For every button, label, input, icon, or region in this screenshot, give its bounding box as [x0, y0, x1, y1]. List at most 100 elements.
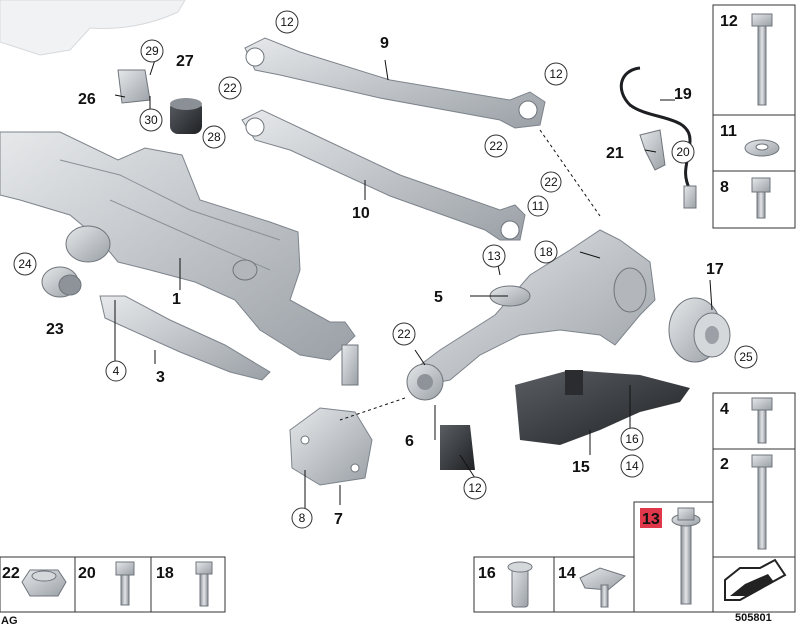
- svg-text:4: 4: [113, 364, 120, 378]
- callout-6: 6: [405, 433, 414, 450]
- svg-text:28: 28: [207, 130, 221, 144]
- svg-text:24: 24: [18, 257, 32, 271]
- bushing-23[interactable]: [41, 266, 82, 298]
- circled-callout-14: 14: [620, 454, 644, 478]
- circled-callout-22-bushing: 22: [392, 322, 416, 346]
- callout-7: 7: [334, 511, 343, 528]
- callout-3: 3: [156, 369, 165, 386]
- circled-callout-12-bushing: 12: [463, 476, 487, 500]
- legend-box-20: 20: [78, 561, 135, 606]
- svg-text:29: 29: [145, 44, 159, 58]
- legend-box-16: 16: [478, 561, 533, 608]
- circled-callouts: 4 8 11 12 12 12 13 14 16 18 20 22 22 22 …: [13, 10, 758, 529]
- svg-text:12: 12: [468, 481, 482, 495]
- legend-row-bottom: 13 16 14 22 20 18: [0, 501, 714, 613]
- svg-text:22: 22: [489, 139, 503, 153]
- circled-callout-22-top: 22: [218, 76, 242, 100]
- circled-callout-24: 24: [13, 252, 37, 276]
- svg-text:22: 22: [397, 327, 411, 341]
- circled-callout-22-right: 22: [540, 171, 562, 193]
- svg-text:13: 13: [642, 511, 660, 528]
- rear-subframe[interactable]: [0, 131, 359, 386]
- highlight-13: [640, 508, 662, 528]
- legend-box-18: 18: [156, 561, 213, 607]
- svg-text:12: 12: [280, 15, 294, 29]
- svg-text:8: 8: [720, 179, 729, 196]
- bracket-26[interactable]: [117, 69, 151, 104]
- callout-5: 5: [434, 289, 443, 306]
- callout-23: 23: [46, 321, 64, 338]
- circled-callout-4: 4: [105, 360, 127, 382]
- circled-callout-12-top: 12: [275, 10, 299, 34]
- svg-text:14: 14: [558, 565, 576, 582]
- svg-text:20: 20: [676, 145, 690, 159]
- circled-callout-20: 20: [671, 140, 695, 164]
- svg-text:2: 2: [720, 456, 729, 473]
- circled-callout-16: 16: [620, 427, 644, 451]
- rubber-mount-27[interactable]: [170, 98, 202, 134]
- legend-box-8: 8: [720, 177, 771, 219]
- svg-text:14: 14: [625, 459, 639, 473]
- svg-text:11: 11: [720, 123, 737, 140]
- circled-callout-11: 11: [527, 195, 549, 217]
- svg-text:8: 8: [299, 511, 306, 525]
- svg-text:22: 22: [223, 81, 237, 95]
- ghost-body-part: [0, 0, 186, 56]
- svg-text:11: 11: [532, 199, 545, 213]
- corner-text: AG: [1, 615, 18, 626]
- svg-text:16: 16: [625, 432, 639, 446]
- diagram-arrow-icon: [724, 558, 787, 601]
- legend-box-4: 4: [720, 397, 773, 444]
- legend-box-11: 11: [720, 123, 780, 157]
- legend-box-13: 13: [642, 507, 701, 605]
- callout-15: 15: [572, 459, 590, 476]
- mount-plate-7[interactable]: [289, 407, 373, 486]
- svg-text:22: 22: [544, 175, 558, 189]
- callout-27: 27: [176, 53, 194, 70]
- circled-callout-12-arm: 12: [544, 62, 568, 86]
- legend-box-2: 2: [720, 454, 773, 550]
- legend-column-right: 12 11 8 4 2: [712, 4, 796, 613]
- circled-callout-22-arm: 22: [484, 134, 508, 158]
- circled-callout-8: 8: [291, 507, 313, 529]
- svg-text:18: 18: [539, 245, 553, 259]
- callout-17: 17: [706, 261, 724, 278]
- legend-box-14: 14: [558, 565, 627, 608]
- shield-15[interactable]: [515, 370, 690, 445]
- control-arm-9[interactable]: [244, 37, 546, 129]
- bushing-22[interactable]: [406, 363, 444, 401]
- svg-text:20: 20: [78, 565, 96, 582]
- callout-21: 21: [606, 145, 624, 162]
- circled-callout-13: 13: [482, 244, 506, 268]
- callout-19: 19: [674, 86, 692, 103]
- callout-26: 26: [78, 91, 96, 108]
- svg-text:25: 25: [739, 350, 753, 364]
- circled-callout-18: 18: [534, 240, 558, 264]
- svg-text:18: 18: [156, 565, 174, 582]
- svg-text:12: 12: [720, 13, 738, 30]
- circled-callout-28: 28: [202, 125, 226, 149]
- svg-text:30: 30: [144, 113, 158, 127]
- callout-9: 9: [380, 35, 389, 52]
- circled-callout-30: 30: [139, 108, 163, 132]
- circled-callout-29: 29: [140, 39, 164, 63]
- callout-10: 10: [352, 205, 370, 222]
- svg-text:4: 4: [720, 401, 729, 418]
- holder-21[interactable]: [639, 129, 666, 171]
- legend-box-12: 12: [720, 13, 773, 106]
- legend-box-22: 22: [2, 565, 67, 597]
- callout-1: 1: [172, 291, 181, 308]
- callout-labels: 1 3 5 6 7 9 10 15 17 19 21 23 26 27: [46, 35, 724, 528]
- diagram-number: 505801: [735, 612, 772, 624]
- wheel-carrier-5[interactable]: [419, 229, 656, 386]
- rubber-bushing-6[interactable]: [440, 425, 475, 470]
- svg-text:22: 22: [2, 565, 20, 582]
- circled-callout-25: 25: [734, 345, 758, 369]
- wheel-hub-17[interactable]: [668, 297, 731, 363]
- control-arm-10[interactable]: [241, 109, 526, 241]
- svg-text:12: 12: [549, 67, 563, 81]
- svg-text:13: 13: [487, 249, 501, 263]
- abs-sensor-19[interactable]: [619, 66, 697, 209]
- svg-text:16: 16: [478, 565, 496, 582]
